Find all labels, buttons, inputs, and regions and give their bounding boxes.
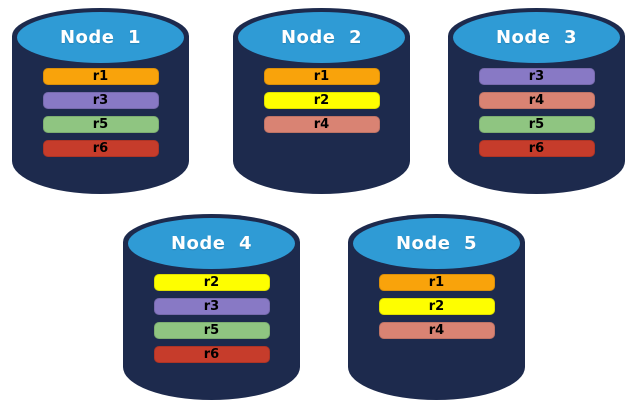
cylinder-top-ellipse: Node 3: [453, 12, 620, 63]
replica-label: r4: [428, 323, 445, 338]
replica-label: r4: [528, 93, 545, 108]
replica-bar: r3: [153, 298, 270, 315]
cylinder-top-ellipse: Node 2: [238, 12, 405, 63]
node-title: Node 5: [395, 233, 478, 254]
db-node-3: Node 3 r3 r4 r5 r6: [448, 8, 625, 194]
db-node-5: Node 5 r1 r2 r4: [348, 214, 525, 400]
replica-label: r1: [313, 69, 330, 84]
replica-list: r1 r2 r4: [348, 274, 525, 339]
replica-bar: r4: [478, 92, 595, 109]
replica-bar: r3: [478, 68, 595, 85]
replica-bar: r1: [42, 68, 159, 85]
replica-bar: r2: [153, 274, 270, 291]
replica-label: r6: [203, 347, 220, 362]
replica-label: r1: [428, 275, 445, 290]
replica-label: r5: [528, 117, 545, 132]
replica-label: r4: [313, 117, 330, 132]
replica-label: r2: [428, 299, 445, 314]
replica-label: r2: [313, 93, 330, 108]
replica-bar: r4: [263, 116, 380, 133]
replica-bar: r6: [153, 346, 270, 363]
replica-label: r1: [92, 69, 109, 84]
replica-list: r2 r3 r5 r6: [123, 274, 300, 363]
replica-label: r6: [92, 141, 109, 156]
node-title: Node 2: [280, 27, 363, 48]
replica-label: r3: [528, 69, 545, 84]
node-title: Node 4: [170, 233, 253, 254]
replica-bar: r5: [42, 116, 159, 133]
cylinder-top-ellipse: Node 4: [128, 218, 295, 269]
replica-bar: r6: [478, 140, 595, 157]
replica-bar: r5: [478, 116, 595, 133]
cylinder-top-ellipse: Node 5: [353, 218, 520, 269]
replica-bar: r1: [263, 68, 380, 85]
db-node-4: Node 4 r2 r3 r5 r6: [123, 214, 300, 400]
replica-label: r5: [92, 117, 109, 132]
replica-list: r3 r4 r5 r6: [448, 68, 625, 157]
replica-list: r1 r2 r4: [233, 68, 410, 133]
replica-label: r2: [203, 275, 220, 290]
replica-label: r6: [528, 141, 545, 156]
replica-bar: r4: [378, 322, 495, 339]
db-node-2: Node 2 r1 r2 r4: [233, 8, 410, 194]
replica-label: r3: [203, 299, 220, 314]
replica-bar: r2: [378, 298, 495, 315]
replica-bar: r3: [42, 92, 159, 109]
node-title: Node 1: [59, 27, 142, 48]
replica-list: r1 r3 r5 r6: [12, 68, 189, 157]
node-title: Node 3: [495, 27, 578, 48]
replica-bar: r2: [263, 92, 380, 109]
replica-bar: r1: [378, 274, 495, 291]
replica-bar: r6: [42, 140, 159, 157]
replica-bar: r5: [153, 322, 270, 339]
replica-label: r3: [92, 93, 109, 108]
cylinder-top-ellipse: Node 1: [17, 12, 184, 63]
db-node-1: Node 1 r1 r3 r5 r6: [12, 8, 189, 194]
replica-label: r5: [203, 323, 220, 338]
